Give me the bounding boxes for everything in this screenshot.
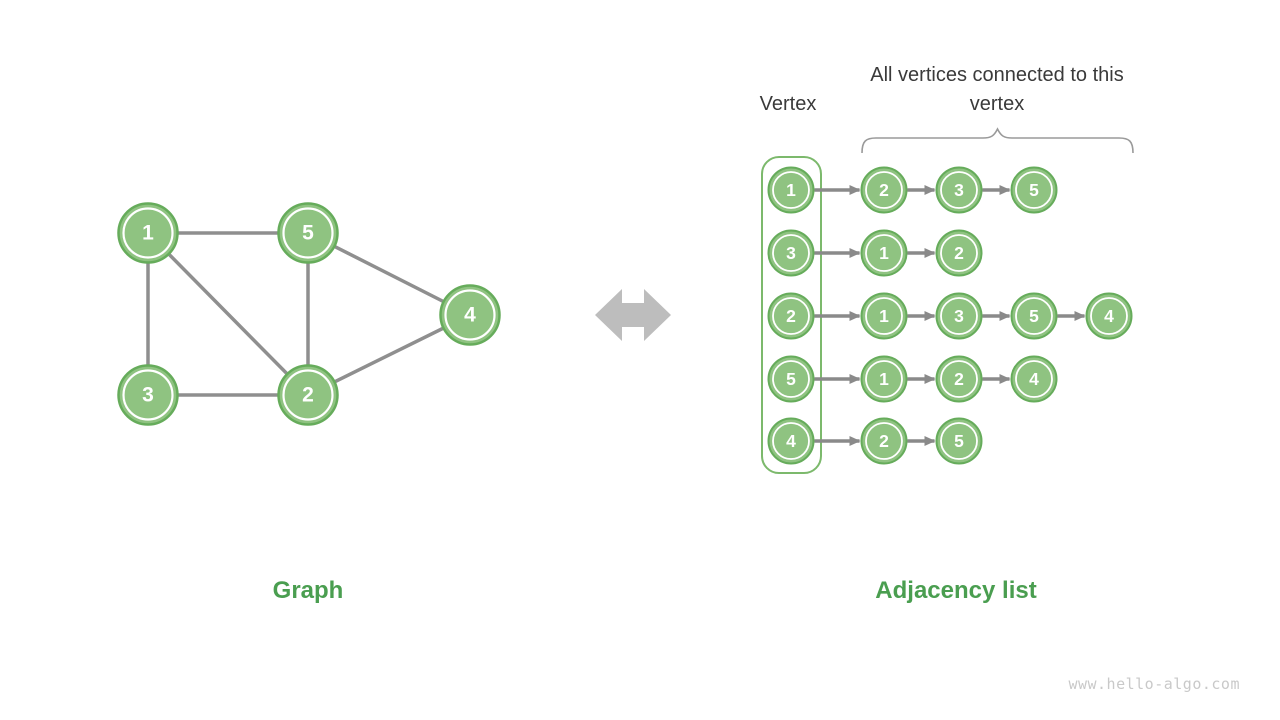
- node-label: 1: [786, 180, 796, 200]
- adjacency-node-5-1: 1: [860, 355, 908, 403]
- adjacency-node-2-5: 5: [1010, 292, 1058, 340]
- node-label: 3: [954, 306, 964, 326]
- adjacency-node-5-4: 4: [1010, 355, 1058, 403]
- graph-node-label: 2: [302, 384, 314, 407]
- graph-node-4: 4: [439, 284, 501, 346]
- connected-vertices-header: All vertices connected to this vertex: [870, 64, 1124, 115]
- adjacency-node-4-5: 5: [935, 417, 983, 465]
- adjacency-vertex-1: 1: [767, 166, 815, 214]
- brace: [861, 127, 1134, 154]
- adjacency-node-4-2: 2: [860, 417, 908, 465]
- graph-node-label: 1: [142, 222, 154, 245]
- node-label: 4: [1029, 369, 1039, 389]
- adjacency-vertex-4: 4: [767, 417, 815, 465]
- node-label: 3: [954, 180, 964, 200]
- node-label: 2: [954, 243, 964, 263]
- adjacency-vertex-5: 5: [767, 355, 815, 403]
- node-label: 5: [1029, 306, 1039, 326]
- adjacency-vertex-2: 2: [767, 292, 815, 340]
- adjacency-node-1-3: 3: [935, 166, 983, 214]
- node-label: 4: [1104, 306, 1114, 326]
- node-label: 1: [879, 306, 889, 326]
- node-label: 5: [786, 369, 796, 389]
- graph-edge-1-2: [146, 231, 310, 397]
- node-label: 1: [879, 369, 889, 389]
- node-label: 1: [879, 243, 889, 263]
- node-label: 2: [879, 180, 889, 200]
- node-label: 2: [786, 306, 796, 326]
- adjacency-node-2-3: 3: [935, 292, 983, 340]
- adjacency-node-2-1: 1: [860, 292, 908, 340]
- adjacency-list-caption: Adjacency list: [875, 577, 1037, 604]
- node-label: 3: [786, 243, 796, 263]
- graph-node-label: 3: [142, 384, 154, 407]
- graph-node-3: 3: [117, 364, 179, 426]
- adjacency-node-3-1: 1: [860, 229, 908, 277]
- graph-caption: Graph: [272, 577, 344, 604]
- adjacency-node-1-2: 2: [860, 166, 908, 214]
- node-label: 2: [954, 369, 964, 389]
- adjacency-vertex-3: 3: [767, 229, 815, 277]
- watermark: www.hello-algo.com: [1068, 675, 1240, 693]
- swap-arrow-icon: [595, 289, 671, 341]
- node-label: 2: [879, 431, 889, 451]
- graph-node-5: 5: [277, 202, 339, 264]
- node-label: 4: [786, 431, 796, 451]
- graph-node-2: 2: [277, 364, 339, 426]
- graph-node-1: 1: [117, 202, 179, 264]
- node-label: 5: [954, 431, 964, 451]
- graph-node-label: 4: [464, 304, 476, 327]
- graph-node-label: 5: [302, 222, 314, 245]
- adjacency-node-5-2: 2: [935, 355, 983, 403]
- adjacency-node-2-4: 4: [1085, 292, 1133, 340]
- adjacency-node-3-2: 2: [935, 229, 983, 277]
- vertex-column-header: Vertex: [759, 93, 817, 115]
- adjacency-node-1-5: 5: [1010, 166, 1058, 214]
- node-label: 5: [1029, 180, 1039, 200]
